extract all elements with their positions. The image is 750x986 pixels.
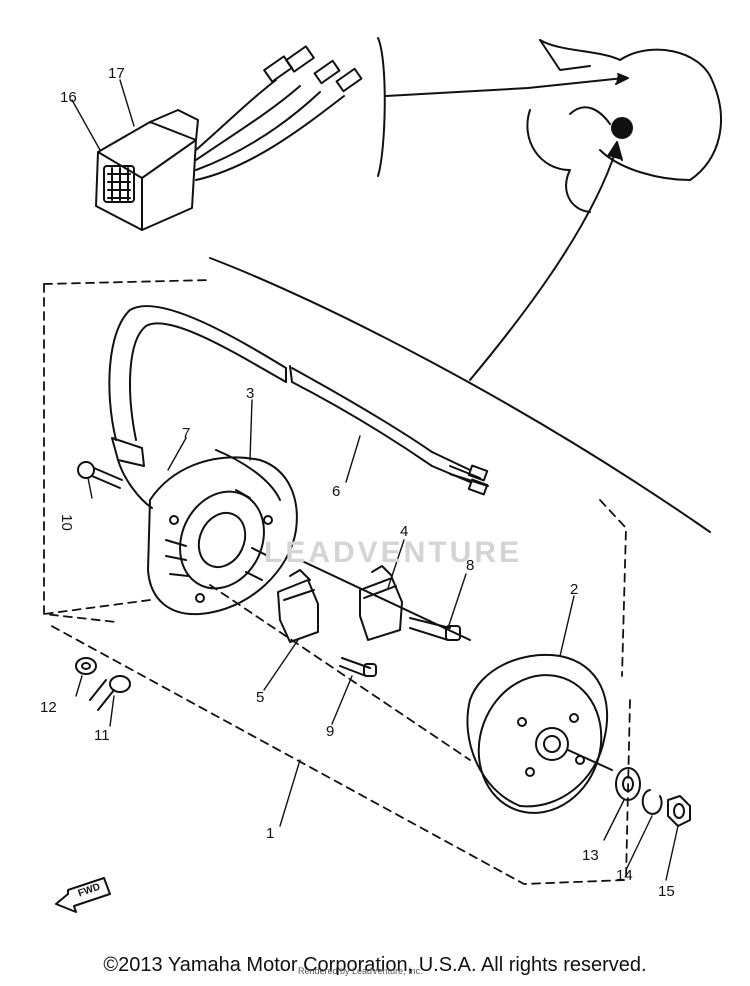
pulser-coils xyxy=(277,559,471,643)
part-label-10: 10 xyxy=(57,514,75,531)
copyright-notice: ©2013 Yamaha Motor Corporation, U.S.A. A… xyxy=(103,954,647,976)
part-label-3: 3 xyxy=(246,385,255,402)
part-label-7: 7 xyxy=(182,425,191,442)
screws-small xyxy=(75,461,131,711)
part-label-11: 11 xyxy=(94,727,110,744)
stator-plate xyxy=(147,449,298,616)
part-label-15: 15 xyxy=(658,883,675,900)
locator-view xyxy=(377,37,722,381)
connector-assembly xyxy=(95,45,363,231)
leader-lines xyxy=(71,79,679,881)
part-label-9: 9 xyxy=(326,723,335,740)
part-label-6: 6 xyxy=(332,483,341,500)
part-label-2: 2 xyxy=(570,581,579,598)
part-label-1: 1 xyxy=(266,825,275,842)
assembly-outline xyxy=(43,279,631,885)
bolts xyxy=(339,617,461,677)
part-label-8: 8 xyxy=(466,557,475,574)
render-credit: Rendered by LeadVenture, Inc. xyxy=(298,966,423,976)
fasteners-right xyxy=(615,767,691,827)
flywheel-rotor xyxy=(466,653,613,814)
part-label-13: 13 xyxy=(582,847,599,864)
cable-6 xyxy=(108,257,711,533)
part-label-12: 12 xyxy=(40,699,57,716)
fwd-arrow xyxy=(55,877,111,913)
watermark: LEADVENTURE xyxy=(264,536,523,569)
part-label-4: 4 xyxy=(400,523,409,540)
part-label-5: 5 xyxy=(256,689,265,706)
part-label-14: 14 xyxy=(616,867,633,884)
part-label-17: 17 xyxy=(108,65,125,82)
part-label-16: 16 xyxy=(60,89,77,106)
